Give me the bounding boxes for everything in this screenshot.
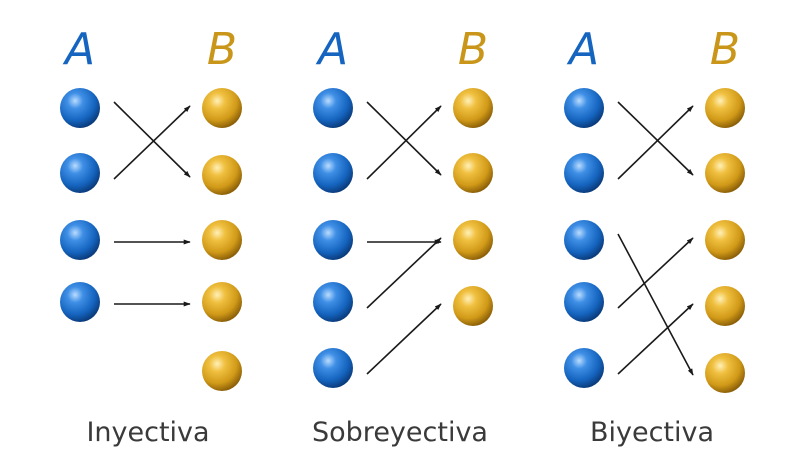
panel-caption: Sobreyectiva bbox=[312, 417, 488, 448]
panel-caption: Biyectiva bbox=[590, 417, 714, 448]
set-a-element bbox=[313, 220, 353, 260]
set-b-element bbox=[705, 220, 745, 260]
set-b-element bbox=[705, 88, 745, 128]
set-a-element bbox=[313, 153, 353, 193]
set-a-element bbox=[60, 153, 100, 193]
set-a-label: A bbox=[62, 24, 95, 75]
set-b-element bbox=[453, 220, 493, 260]
mapping-arrow bbox=[366, 237, 442, 309]
set-b-label: B bbox=[207, 24, 237, 75]
set-b-element bbox=[453, 153, 493, 193]
mapping-arrow bbox=[113, 105, 191, 180]
set-a-element bbox=[60, 88, 100, 128]
set-a-element bbox=[313, 282, 353, 322]
set-b-element bbox=[202, 282, 242, 322]
mapping-arrow bbox=[113, 101, 191, 178]
set-b-element bbox=[705, 153, 745, 193]
mapping-arrow bbox=[617, 303, 694, 375]
mapping-arrow bbox=[617, 105, 694, 180]
panel-caption: Inyectiva bbox=[86, 417, 209, 448]
mapping-arrow bbox=[366, 101, 442, 176]
mapping-arrow bbox=[366, 303, 442, 375]
set-a-label: A bbox=[315, 24, 348, 75]
set-a-element bbox=[60, 220, 100, 260]
set-a-element bbox=[313, 348, 353, 388]
set-b-element bbox=[453, 286, 493, 326]
set-a-element bbox=[60, 282, 100, 322]
set-b-label: B bbox=[710, 24, 740, 75]
set-b-element bbox=[705, 286, 745, 326]
set-a-element bbox=[313, 88, 353, 128]
set-b-element bbox=[202, 88, 242, 128]
set-a-element bbox=[564, 88, 604, 128]
set-b-element bbox=[705, 353, 745, 393]
set-a-element bbox=[564, 153, 604, 193]
set-a-element bbox=[564, 282, 604, 322]
set-b-label: B bbox=[458, 24, 488, 75]
set-b-element bbox=[202, 155, 242, 195]
panel-bijective: A B Biyectiva bbox=[564, 24, 745, 448]
panel-surjective: A B Sobreyectiva bbox=[312, 24, 493, 448]
set-b-element bbox=[202, 220, 242, 260]
mapping-arrow bbox=[366, 105, 442, 180]
set-a-element bbox=[564, 348, 604, 388]
panel-injective: A B Inyectiva bbox=[60, 24, 242, 448]
set-b-element bbox=[453, 88, 493, 128]
set-a-label: A bbox=[566, 24, 599, 75]
set-a-element bbox=[564, 220, 604, 260]
mapping-arrow bbox=[617, 233, 694, 376]
set-b-element bbox=[202, 351, 242, 391]
mapping-arrow bbox=[617, 101, 694, 176]
mapping-arrow bbox=[617, 237, 694, 309]
